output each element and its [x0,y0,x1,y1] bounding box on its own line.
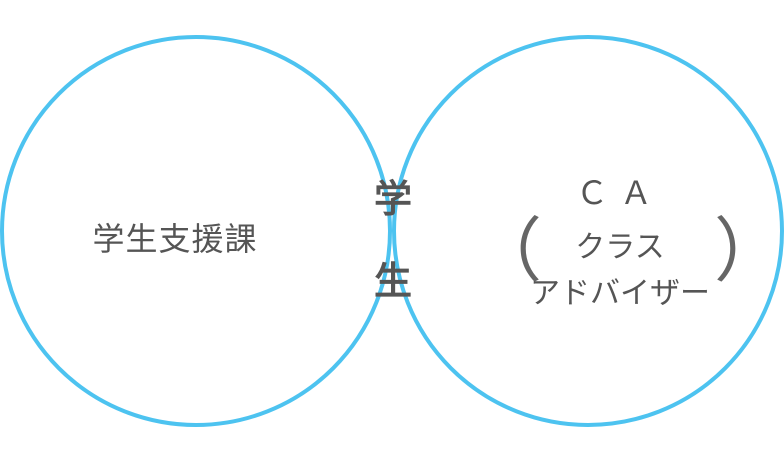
right-circle [392,35,784,427]
left-circle-label: 学生支援課 [92,220,258,258]
right-circle-abbreviation: ＣＡ [575,174,664,212]
right-circle-label-line2: アドバイザー [530,276,710,311]
intersection-label-top: 学 [373,177,412,221]
right-circle-label-line1: クラス [575,230,665,265]
right-close-parenthesis: ） [714,210,784,292]
right-open-parenthesis: （ [472,210,542,292]
left-circle [0,35,392,427]
intersection-label-bottom: 生 [373,259,412,303]
